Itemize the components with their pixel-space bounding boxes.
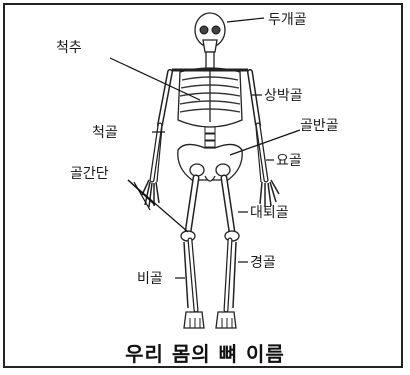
label-spine: 척추 — [56, 40, 82, 56]
label-radius: 요골 — [276, 153, 302, 169]
label-fibula: 비골 — [137, 271, 163, 287]
figure-caption: 우리 몸의 뼈 이름 — [0, 338, 410, 367]
label-skull: 두개골 — [268, 12, 307, 28]
skull-icon — [195, 13, 225, 52]
ribcage-icon — [178, 68, 242, 127]
legs-icon — [181, 178, 239, 328]
label-joint: 골간단 — [70, 166, 109, 182]
label-femur: 대퇴골 — [250, 205, 289, 221]
label-ulna: 척골 — [92, 125, 118, 141]
pelvis-icon — [178, 144, 242, 181]
label-pelvis: 골반골 — [300, 118, 339, 134]
label-humerus: 상박골 — [264, 88, 303, 104]
left-arm-icon — [142, 72, 170, 207]
label-tibia: 경골 — [250, 255, 276, 271]
